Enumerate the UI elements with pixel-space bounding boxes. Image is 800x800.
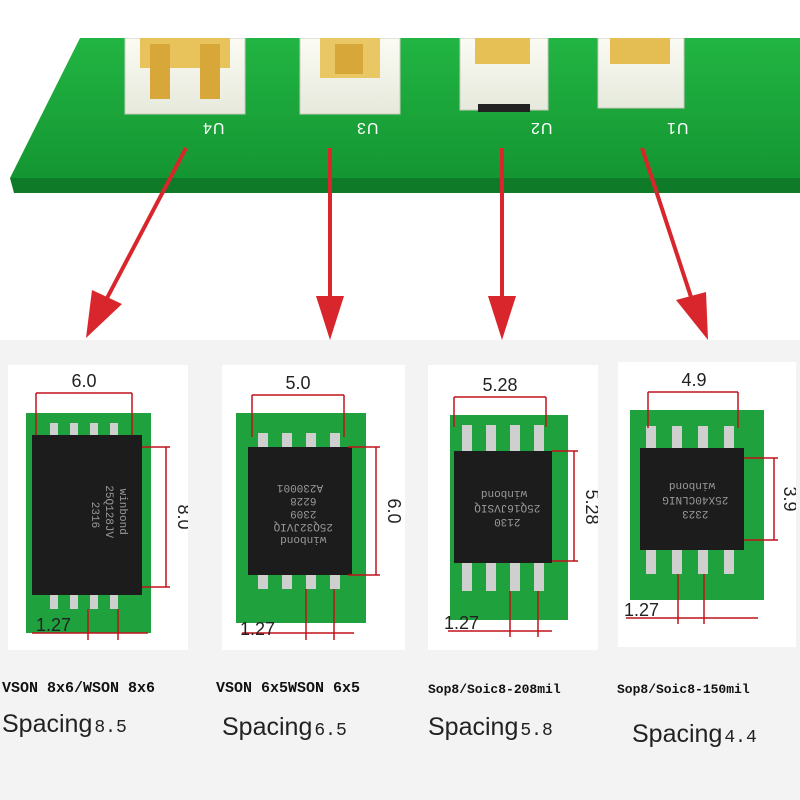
pitch-dimension-1: 1.27: [36, 615, 71, 635]
chip-card-vson-8x6: winbond 25Q128JV 2316 6.0 8.0 1.27: [8, 365, 188, 650]
width-dimension-1: 6.0: [71, 371, 96, 391]
pitch-dimension-2: 1.27: [240, 619, 275, 639]
chip-card-sop8-208mil: 2130 25Q16JVSIQ winbond 5.28 5.28 1.27: [428, 365, 598, 650]
socket-label-u1: U1: [666, 119, 689, 136]
height-dimension-4: 3.9: [780, 486, 796, 511]
width-dimension-4: 4.9: [681, 370, 706, 390]
width-dimension-3: 5.28: [482, 375, 517, 395]
package-label-3: Sop8/Soic8-208mil: [428, 682, 561, 697]
chip-marking-1: winbond 25Q128JV 2316: [88, 485, 128, 544]
chip-card-sop8-150mil: 2323 25X40CLNIG winbond 4.9 3.9 1.27: [618, 362, 796, 647]
height-dimension-3: 5.28: [582, 489, 598, 524]
spacing-word-1: Spacing: [2, 710, 93, 738]
height-dimension-1: 8.0: [174, 504, 188, 529]
spacing-value-1: 8.5: [94, 718, 127, 738]
socket-label-u3: U3: [356, 119, 379, 136]
width-dimension-2: 5.0: [285, 373, 310, 393]
socket-u2: [459, 38, 549, 112]
spacing-value-2: 6.5: [314, 721, 347, 741]
socket-label-u2: U2: [530, 119, 553, 136]
chip-marking-4: 2323 25X40CLNIG winbond: [656, 479, 729, 519]
socket-label-u4: U4: [202, 119, 225, 136]
package-label-4: Sop8/Soic8-150mil: [617, 682, 750, 697]
package-label-1: VSON 8x6/WSON 8x6: [2, 680, 156, 697]
pitch-dimension-4: 1.27: [624, 600, 659, 620]
spacing-word-2: Spacing: [222, 713, 313, 741]
pcb-board: [10, 38, 800, 193]
spacing-word-4: Spacing: [632, 720, 723, 748]
spacing-value-4: 4.4: [724, 728, 757, 748]
spacing-word-3: Spacing: [428, 713, 519, 741]
socket-u3: [299, 38, 401, 115]
chip-card-vson-6x5: winbond 25Q32JVIQ 2309 6228 A230001 5.0 …: [222, 365, 405, 650]
chip-marking-2: winbond 25Q32JVIQ 2309 6228 A230001: [267, 481, 333, 545]
socket-u4: [124, 38, 246, 115]
pitch-dimension-3: 1.27: [444, 613, 479, 633]
spacing-value-3: 5.8: [520, 721, 553, 741]
chip-marking-3: 2130 25Q16JVSIQ winbond: [468, 487, 541, 527]
socket-u1: [597, 38, 685, 109]
height-dimension-2: 6.0: [384, 498, 404, 523]
package-label-2: VSON 6x5WSON 6x5: [216, 680, 361, 697]
